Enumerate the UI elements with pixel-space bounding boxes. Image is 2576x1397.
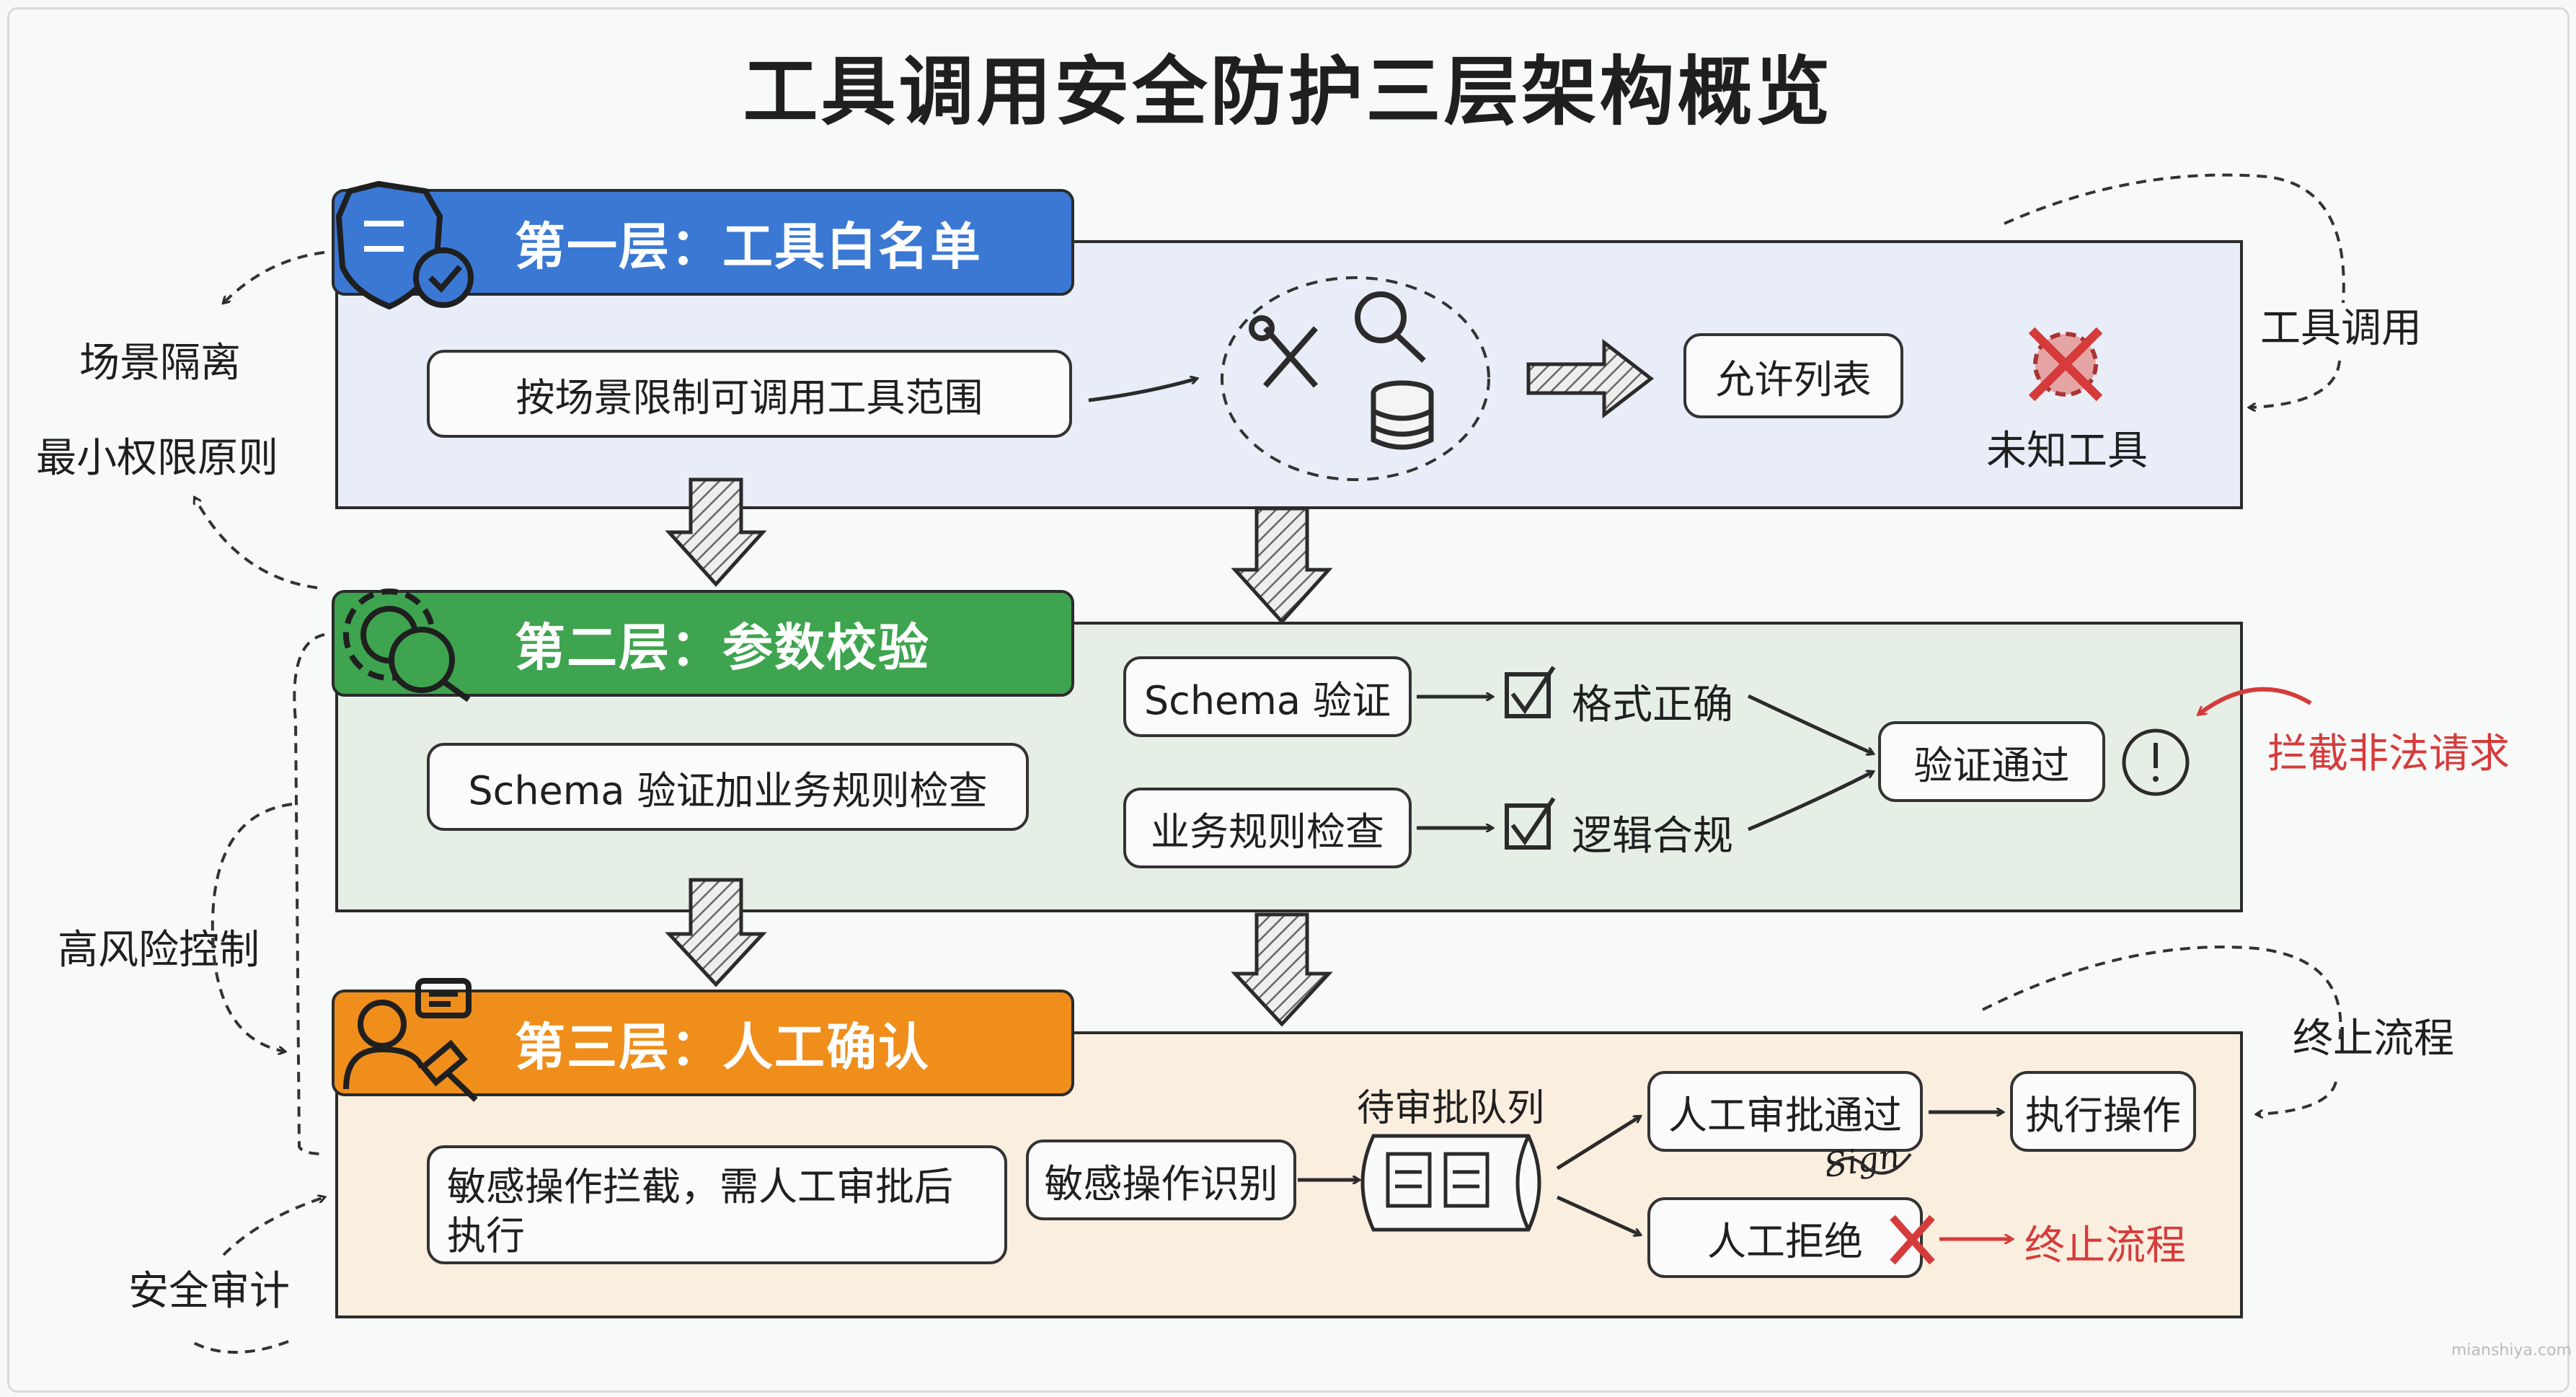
alert-icon	[2122, 728, 2190, 796]
database-icon	[1371, 380, 1434, 450]
execute-box: 执行操作	[2010, 1071, 2196, 1152]
format-ok-label: 格式正确	[1572, 682, 1733, 728]
layer3-title: 第三层：人工确认	[515, 1017, 930, 1077]
tool-call-label: 工具调用	[2260, 305, 2422, 352]
schema-check-box: Schema 验证	[1123, 656, 1412, 737]
unknown-tool-label: 未知工具	[1986, 428, 2148, 475]
layer3-description: 敏感操作拦截，需人工审批后执行	[447, 1164, 953, 1259]
passed-label: 验证通过	[1913, 742, 2070, 788]
checkbox-icon	[1505, 666, 1556, 718]
schema-check-label: Schema 验证	[1143, 677, 1391, 723]
magnifier-icon	[1355, 291, 1426, 363]
unknown-tool-icon	[2028, 327, 2103, 402]
allow-list-box: 允许列表	[1683, 333, 1903, 418]
layer1-description: 按场景限制可调用工具范围	[515, 374, 983, 420]
layer2-description: Schema 验证加业务规则检查	[468, 767, 988, 814]
passed-box: 验证通过	[1878, 721, 2105, 802]
business-check-label: 业务规则检查	[1151, 808, 1384, 855]
business-check-box: 业务规则检查	[1123, 788, 1412, 868]
allow-list-label: 允许列表	[1715, 356, 1872, 402]
identify-label: 敏感操作识别	[1044, 1160, 1278, 1207]
reject-x-icon	[1890, 1215, 1935, 1265]
terminate-label: 终止流程	[2024, 1222, 2186, 1269]
wrench-screwdriver-icon	[1249, 315, 1319, 388]
identify-box: 敏感操作识别	[1026, 1140, 1296, 1220]
queue-label: 待审批队列	[1357, 1087, 1545, 1130]
logic-ok-label: 逻辑合规	[1572, 813, 1733, 860]
diagram-title: 工具调用安全防护三层架构概览	[743, 48, 1833, 136]
layer2-title: 第二层：参数校验	[515, 617, 930, 677]
watermark: mianshiya.com	[2451, 1341, 2572, 1359]
least-privilege-label: 最小权限原则	[36, 435, 278, 482]
rejected-box: 人工拒绝	[1647, 1197, 1923, 1278]
layer3-banner: 第三层：人工确认	[332, 990, 1074, 1096]
checkbox-icon	[1505, 797, 1556, 850]
intercept-label: 拦截非法请求	[2267, 731, 2510, 777]
approved-box: 人工审批通过	[1647, 1071, 1923, 1152]
execute-label: 执行操作	[2025, 1092, 2181, 1138]
scene-isolation-label: 场景隔离	[79, 340, 241, 387]
high-risk-label: 高风险控制	[58, 927, 260, 974]
queue-cylinder-icon	[1360, 1134, 1541, 1232]
layer3-description-box: 敏感操作拦截，需人工审批后执行	[427, 1145, 1007, 1264]
layer1-description-box: 按场景限制可调用工具范围	[427, 350, 1072, 438]
layer2-banner: 第二层：参数校验	[332, 590, 1074, 697]
audit-label: 安全审计	[128, 1268, 290, 1315]
layer2-description-box: Schema 验证加业务规则检查	[427, 743, 1029, 831]
approved-label: 人工审批通过	[1668, 1092, 1902, 1138]
person-gavel-icon	[343, 978, 478, 1102]
side-terminate-label: 终止流程	[2293, 1015, 2454, 1062]
layer-flow-arrows	[665, 477, 1333, 1027]
shield-checklist-icon	[335, 180, 474, 310]
gear-magnifier-icon	[343, 589, 471, 702]
layer1-title: 第一层：工具白名单	[515, 216, 982, 276]
rejected-label: 人工拒绝	[1707, 1218, 1863, 1264]
